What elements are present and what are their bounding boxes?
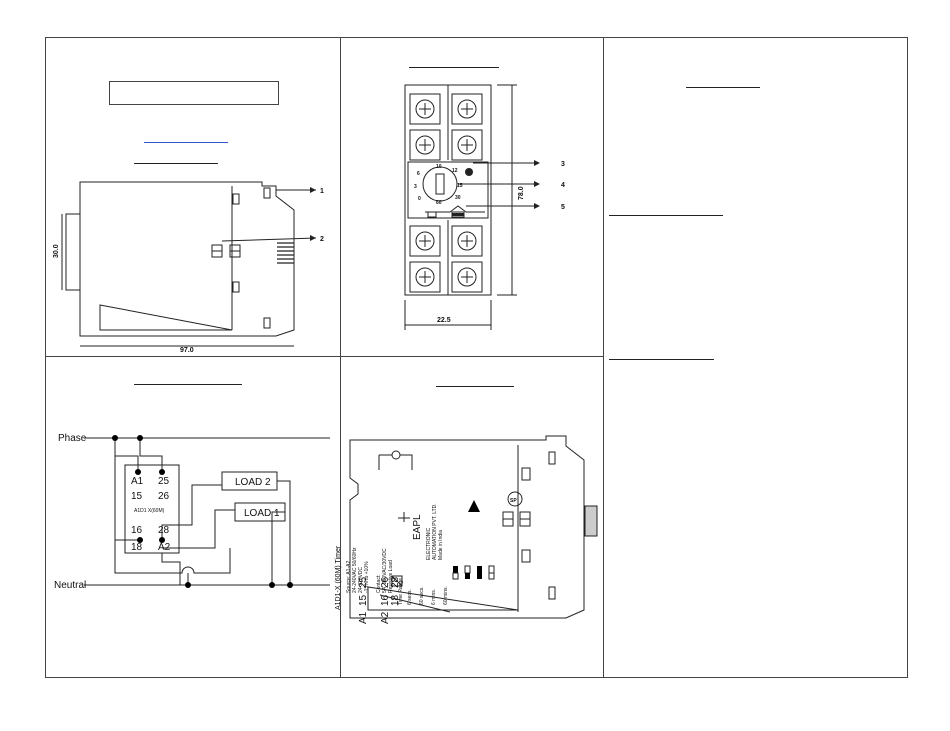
heading-underline-label xyxy=(436,386,514,387)
document-frame xyxy=(45,37,908,678)
heading-underline-front-view xyxy=(409,67,499,68)
heading-underline-side-view xyxy=(134,163,218,164)
divider-vertical-2 xyxy=(603,37,604,678)
heading-underline-right xyxy=(686,87,760,88)
section-underline-2 xyxy=(609,359,714,360)
link-underline[interactable] xyxy=(144,142,228,143)
heading-underline-wiring xyxy=(134,384,242,385)
section-underline-1 xyxy=(609,215,723,216)
title-box xyxy=(109,81,279,105)
divider-horizontal xyxy=(45,356,603,357)
divider-vertical-1 xyxy=(340,37,341,678)
